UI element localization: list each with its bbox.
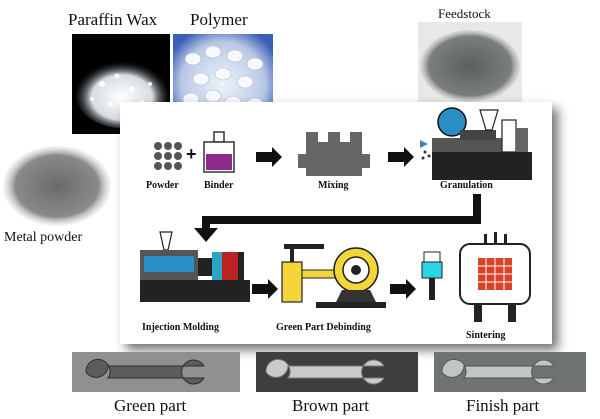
finish-part-label: Finish part: [466, 396, 540, 415]
process-flow-graphic: [140, 107, 532, 322]
sintering-icon: [421, 232, 531, 322]
debinding-icon: [281, 244, 386, 308]
arrow-to-mixing: [256, 147, 282, 167]
process-diagram-panel: + Powder Binder Mixing Granulation Injec…: [120, 102, 552, 344]
arrow-to-debinding: [252, 279, 278, 299]
brown-part-image: [256, 352, 418, 392]
feedstock-label: Feedstock: [438, 6, 491, 21]
arrow-to-granulation: [388, 147, 414, 167]
injection-molding-icon: [140, 231, 250, 302]
injection-molding-label: Injection Molding: [142, 322, 219, 333]
metal-powder-label: Metal powder: [4, 230, 83, 245]
connector-arrow: [194, 194, 481, 242]
mixing-label: Mixing: [318, 180, 349, 191]
plus-sign: +: [186, 144, 197, 164]
paraffin-wax-label: Paraffin Wax: [68, 10, 158, 29]
arrow-to-sintering: [390, 279, 416, 299]
powder-icon: [154, 142, 182, 170]
granulator-icon: [420, 107, 532, 180]
granulation-label: Granulation: [440, 180, 493, 191]
green-part-image: [72, 352, 240, 392]
powder-label: Powder: [146, 180, 179, 191]
green-part-debinding-label: Green Part Debinding: [276, 322, 371, 333]
feedstock-image: [418, 22, 522, 106]
polymer-label: Polymer: [190, 10, 248, 29]
mixer-icon: [298, 132, 370, 176]
binder-icon: [203, 131, 235, 173]
metal-powder-image: [2, 140, 112, 228]
green-part-label: Green part: [114, 396, 187, 415]
brown-part-label: Brown part: [292, 396, 369, 415]
finish-part-image: [434, 352, 586, 392]
binder-label: Binder: [204, 180, 234, 191]
sintering-label: Sintering: [466, 330, 506, 341]
